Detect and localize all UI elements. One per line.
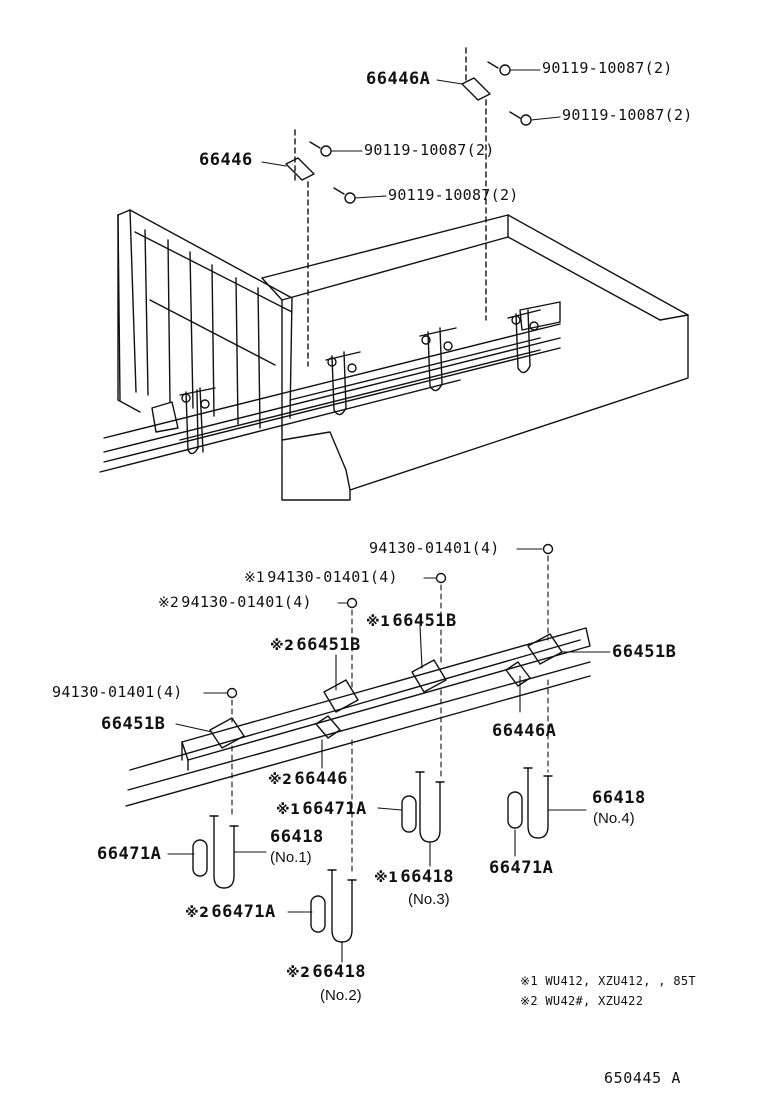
truck-bed-illustration bbox=[100, 48, 688, 500]
label-ubolt-no4: 66418 bbox=[592, 788, 646, 808]
spacer-66446A-top bbox=[462, 78, 490, 100]
u-bolt-clamp-2 bbox=[326, 352, 360, 415]
u-bolt-66418-no1 bbox=[210, 816, 238, 888]
note-2: ※2 WU42#, XZU422 bbox=[520, 994, 644, 1008]
u-bolt-66418-no3 bbox=[416, 772, 444, 842]
seat-66451B-3 bbox=[412, 660, 446, 692]
label-nut-c-text: 94130-01401(4) bbox=[181, 593, 312, 611]
pad-66471A-no2 bbox=[311, 896, 325, 932]
label-bolt-2: 90119-10087(2) bbox=[562, 106, 693, 124]
spacer-66446A-bottom bbox=[506, 662, 530, 686]
label-ubolt-no2-sub: (No.2) bbox=[320, 987, 362, 1004]
u-bolt-66418-no2 bbox=[328, 870, 356, 942]
label-ubolt-no4-sub: (No.4) bbox=[593, 810, 635, 827]
label-seat-d: 66451B bbox=[101, 714, 166, 734]
u-bolt-66418-no4 bbox=[524, 768, 552, 838]
mark-2: ※2 bbox=[158, 595, 180, 611]
label-pad-no4: 66471A bbox=[489, 858, 554, 878]
label-ubolt-no1-sub: (No.1) bbox=[270, 849, 312, 866]
u-bolt-clamp-1 bbox=[180, 388, 215, 454]
label-66446-top: 66446 bbox=[199, 150, 253, 170]
label-seat-a: 66451B bbox=[612, 642, 677, 662]
u-bolt-clamp-3 bbox=[420, 328, 456, 391]
label-bolt-3: 90119-10087(2) bbox=[364, 141, 495, 159]
pad-66471A-no4 bbox=[508, 792, 522, 828]
label-bolt-4: 90119-10087(2) bbox=[388, 186, 519, 204]
label-ubolt-no1: 66418 bbox=[270, 827, 324, 847]
label-pad-no1: 66471A bbox=[97, 844, 162, 864]
label-ubolt-no3-sub: (No.3) bbox=[408, 891, 450, 908]
leaders-bottom bbox=[168, 549, 610, 962]
spacer-66446-bottom bbox=[316, 716, 340, 738]
label-bolt-1: 90119-10087(2) bbox=[542, 59, 673, 77]
note-1: ※1 WU412, XZU412, , 85T bbox=[520, 974, 696, 988]
explode-lines-bottom bbox=[232, 556, 548, 872]
label-nut-d: 94130-01401(4) bbox=[52, 683, 183, 701]
label-spacer-66446A: 66446A bbox=[492, 721, 557, 741]
seat-66451B-1 bbox=[210, 718, 244, 748]
u-bolt-clamp-4 bbox=[508, 310, 540, 373]
spacer-66446-top bbox=[286, 158, 314, 180]
leaders-top bbox=[262, 70, 560, 198]
diagram-code: 650445 A bbox=[604, 1069, 682, 1087]
frame-rail-bottom bbox=[126, 628, 590, 806]
label-nut-a: 94130-01401(4) bbox=[369, 539, 500, 557]
label-nut-b-text: 94130-01401(4) bbox=[267, 568, 398, 586]
seat-66451B-4 bbox=[528, 634, 562, 664]
seat-66451B-2 bbox=[324, 680, 358, 712]
pad-66471A-no3 bbox=[402, 796, 416, 832]
label-66446A-top: 66446A bbox=[366, 69, 431, 89]
mark-1: ※1 bbox=[244, 570, 266, 586]
pad-66471A-no1 bbox=[193, 840, 207, 876]
